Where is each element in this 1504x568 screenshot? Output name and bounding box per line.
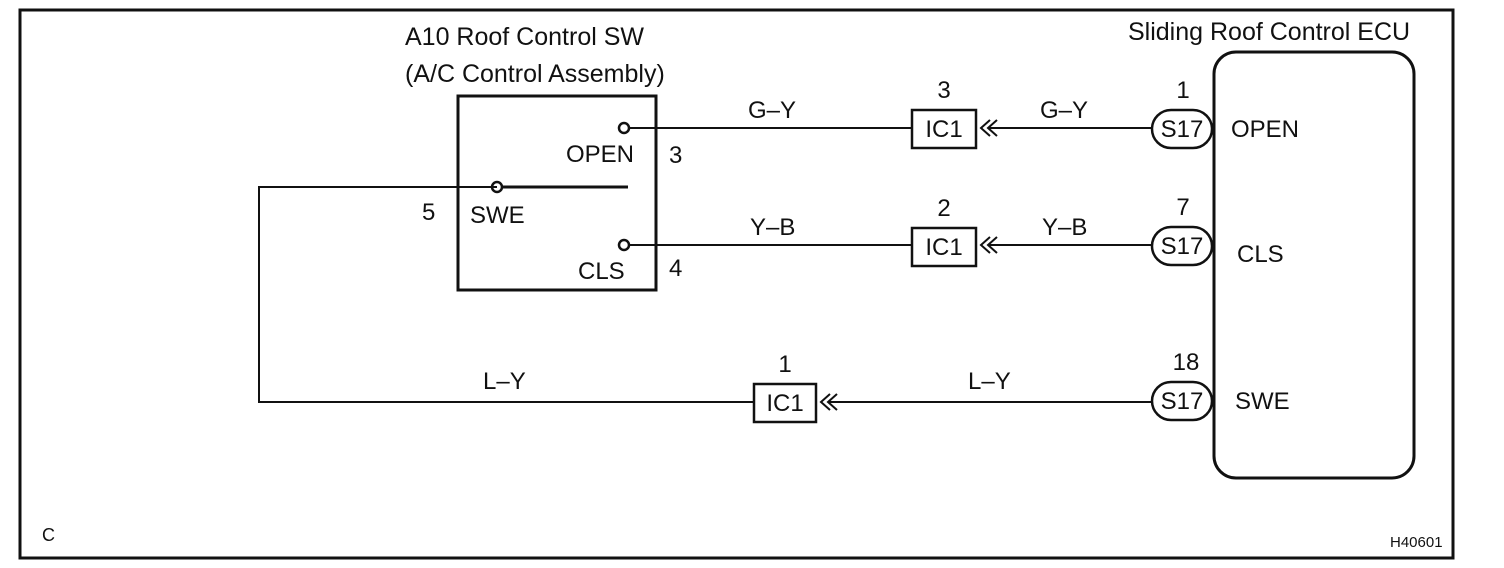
- junction-swe-box: [752, 382, 818, 424]
- diagram-frame: [18, 8, 1455, 560]
- switch-swe-label: SWE: [470, 202, 525, 229]
- figure-id: H40601: [1390, 534, 1443, 551]
- wire-open-color-right: G–Y: [1040, 97, 1088, 124]
- junction-swe-label: IC1: [766, 390, 803, 417]
- wire-cls-color-left: Y–B: [750, 214, 795, 241]
- ecu-open-connector: [1150, 108, 1214, 150]
- switch-open-pin: 3: [669, 142, 682, 169]
- wire-open: G–Y IC1 3 G–Y S17 1 OPEN: [629, 77, 1299, 150]
- section-letter: C: [42, 525, 55, 545]
- ecu-swe-label: SWE: [1235, 388, 1290, 415]
- wire-cls: Y–B IC1 2 Y–B S17 7 CLS: [629, 194, 1284, 268]
- wire-swe-left-segment: [258, 186, 754, 403]
- switch-swe-pin: 5: [422, 199, 435, 226]
- junction-open-pin: 3: [937, 77, 950, 104]
- junction-swe-pin: 1: [778, 351, 791, 378]
- wire-open-color-left: G–Y: [748, 97, 796, 124]
- switch-title: A10 Roof Control SW: [405, 23, 644, 51]
- ecu-open-pin: 1: [1176, 77, 1189, 104]
- switch-open-contact: [617, 121, 631, 135]
- ecu-body: [1212, 50, 1416, 480]
- junction-cls-pin: 2: [937, 195, 950, 222]
- ecu-open-connector-label: S17: [1161, 116, 1204, 143]
- ecu-swe-connector-label: S17: [1161, 388, 1204, 415]
- junction-cls-label: IC1: [925, 234, 962, 261]
- wire-swe-color-left: L–Y: [483, 368, 526, 395]
- wire-cls-color-right: Y–B: [1042, 214, 1087, 241]
- switch-subtitle: (A/C Control Assembly): [405, 60, 665, 88]
- ecu-title: Sliding Roof Control ECU: [1128, 18, 1410, 46]
- switch-cls-contact: [617, 238, 631, 252]
- ecu-swe-connector: [1150, 380, 1214, 422]
- switch-open-label: OPEN: [566, 141, 634, 168]
- junction-open-box: [910, 108, 978, 150]
- wire-swe-color-right: L–Y: [968, 368, 1011, 395]
- ecu-cls-connector-label: S17: [1161, 233, 1204, 260]
- ecu-open-label: OPEN: [1231, 116, 1299, 143]
- ecu-cls-connector: [1150, 225, 1214, 267]
- switch-cls-label: CLS: [578, 258, 625, 285]
- wire-swe: L–Y IC1 1 L–Y S17 18 SWE: [258, 186, 1290, 424]
- ecu-cls-label: CLS: [1237, 241, 1284, 268]
- junction-open-label: IC1: [925, 116, 962, 143]
- switch-body: [456, 94, 658, 292]
- ecu-cls-pin: 7: [1176, 194, 1189, 221]
- ecu-swe-pin: 18: [1173, 349, 1200, 376]
- junction-cls-box: [910, 226, 978, 268]
- switch-cls-pin: 4: [669, 255, 682, 282]
